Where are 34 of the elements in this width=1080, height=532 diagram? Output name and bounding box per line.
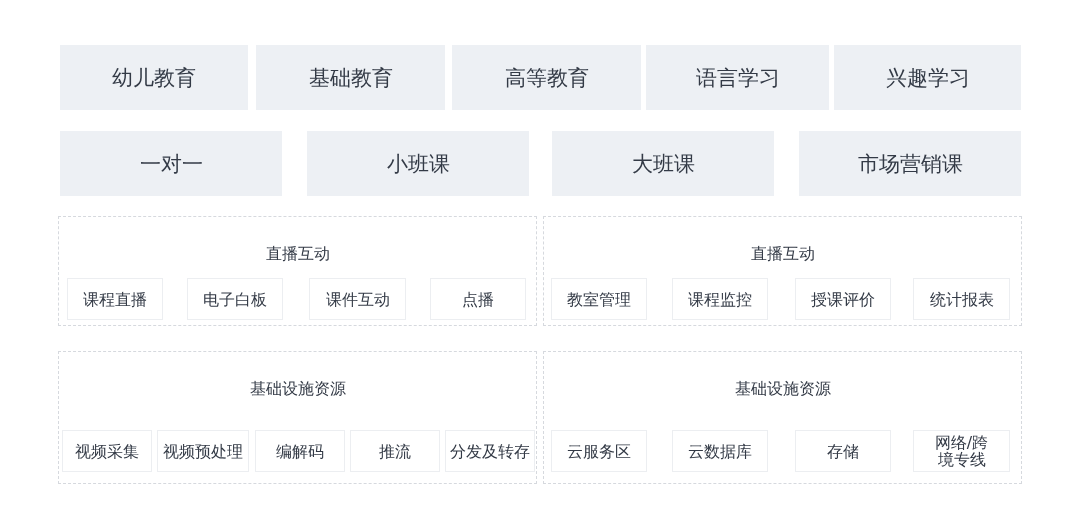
feature-box: 统计报表 (913, 278, 1010, 320)
category-box: 语言学习 (646, 45, 829, 110)
dashed-panel (543, 351, 1022, 484)
dashed-panel (58, 351, 537, 484)
feature-box: 授课评价 (795, 278, 891, 320)
feature-box: 推流 (350, 430, 440, 472)
category-box: 兴趣学习 (834, 45, 1021, 110)
panel-title: 基础设施资源 (734, 379, 831, 399)
feature-box: 网络/跨境专线 (913, 430, 1010, 472)
feature-box: 云服务区 (551, 430, 647, 472)
feature-box: 课程监控 (672, 278, 768, 320)
feature-box: 分发及转存 (445, 430, 535, 472)
feature-box: 课程直播 (67, 278, 163, 320)
feature-box: 视频预处理 (157, 430, 249, 472)
feature-box: 电子白板 (187, 278, 283, 320)
category-box: 高等教育 (452, 45, 641, 110)
feature-box: 点播 (430, 278, 526, 320)
panel-title: 基础设施资源 (249, 379, 346, 399)
panel-title: 直播互动 (265, 244, 330, 264)
category-box: 基础教育 (256, 45, 445, 110)
feature-box: 课件互动 (309, 278, 406, 320)
feature-box: 教室管理 (551, 278, 647, 320)
category-box: 大班课 (552, 131, 774, 196)
category-box: 幼儿教育 (60, 45, 248, 110)
dashed-panel (543, 216, 1022, 326)
feature-box: 存储 (795, 430, 891, 472)
dashed-panel (58, 216, 537, 326)
feature-box: 云数据库 (672, 430, 768, 472)
category-box: 小班课 (307, 131, 529, 196)
category-box: 一对一 (60, 131, 282, 196)
feature-box: 视频采集 (62, 430, 152, 472)
panel-title: 直播互动 (750, 244, 815, 264)
feature-box: 编解码 (255, 430, 345, 472)
category-box: 市场营销课 (799, 131, 1021, 196)
